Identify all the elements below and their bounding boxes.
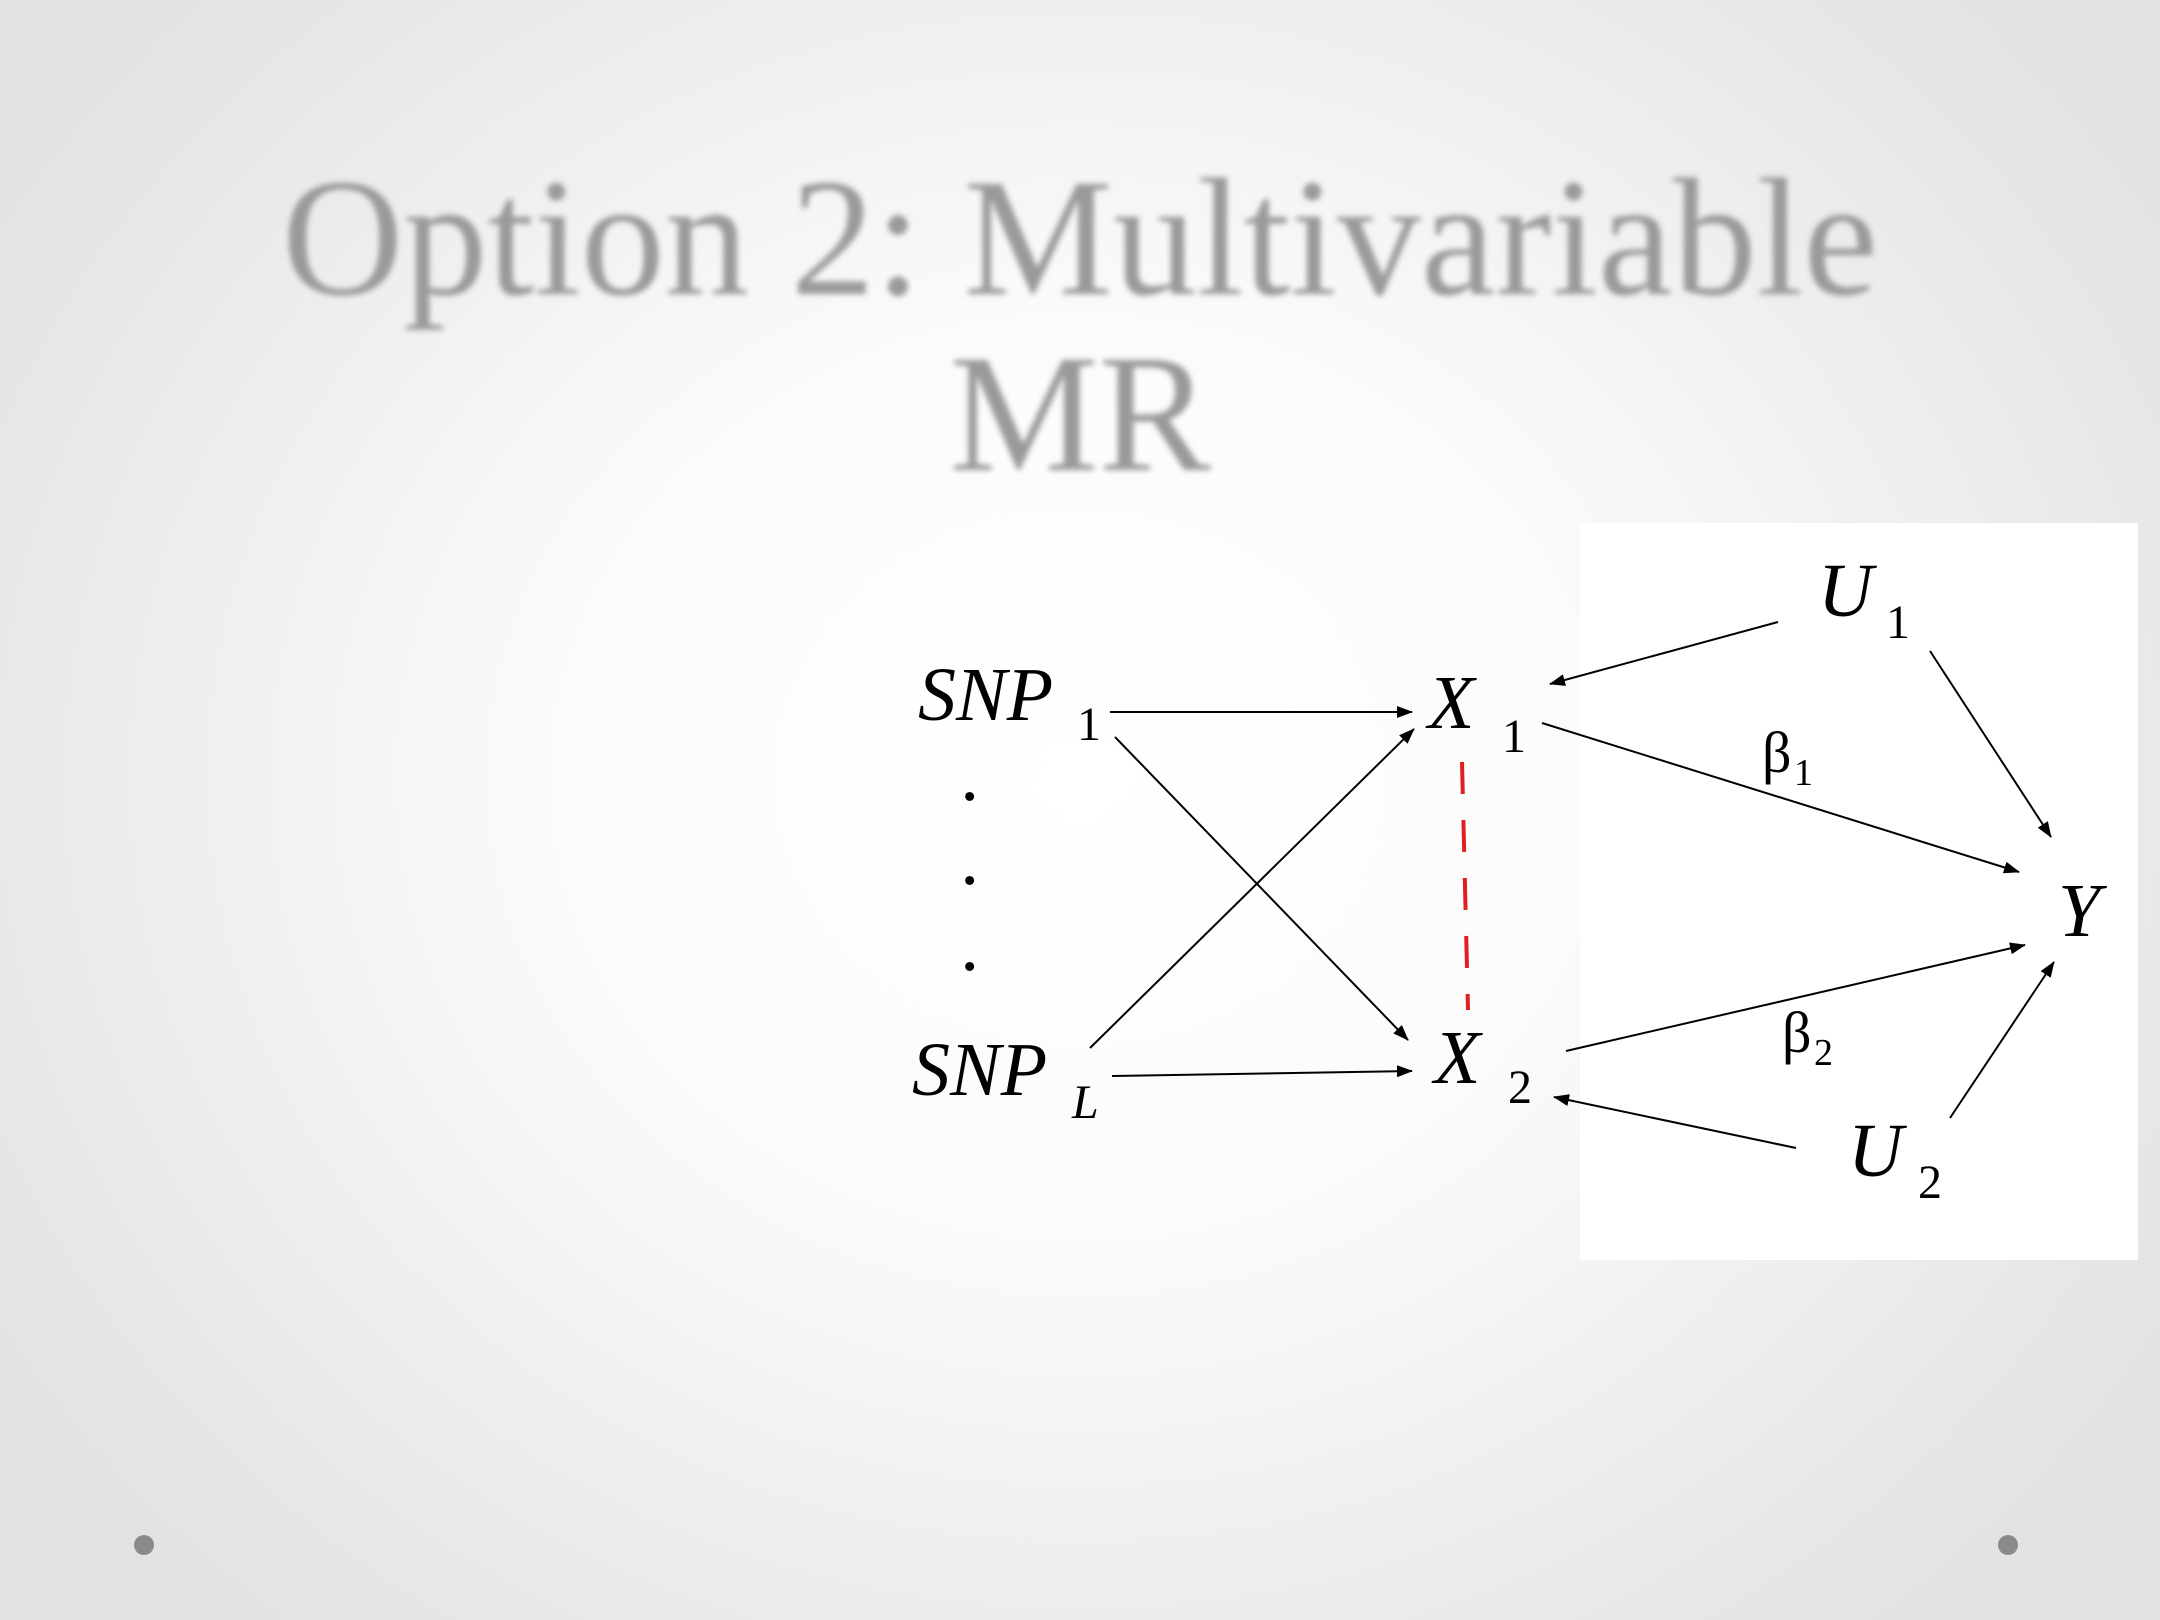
node-y: Y [2058, 869, 2108, 953]
snpL-label: SNP [912, 1028, 1047, 1112]
edge-x1-y [1541, 722, 2020, 874]
diagram-white-panel [1580, 523, 2138, 1260]
edge-u2-x2 [1553, 1094, 1797, 1149]
edge-label-beta-1: β 1 [1762, 720, 1813, 794]
nav-dot-left [134, 1535, 154, 1555]
beta2-symbol: β [1782, 1000, 1812, 1065]
ellipsis-dot-1: . [962, 733, 981, 817]
y-label: Y [2058, 869, 2108, 953]
edge-snp1-x2 [1114, 736, 1409, 1041]
x2-subscript: 2 [1508, 1061, 1532, 1114]
slide-title: Option 2: Multivariable MR [0, 150, 2160, 502]
slide-title-line-2: MR [949, 321, 1211, 507]
node-x-1: X 1 [1425, 661, 1526, 763]
x1-label: X [1425, 661, 1477, 745]
x1-subscript: 1 [1502, 710, 1526, 763]
edge-snpL-x1 [1089, 728, 1415, 1049]
snpL-subscript: L [1071, 1076, 1099, 1129]
beta1-symbol: β [1762, 720, 1792, 785]
edge-label-beta-2: β 2 [1782, 1000, 1833, 1074]
ellipsis-dot-3: . [962, 903, 981, 987]
u1-subscript: 1 [1886, 596, 1910, 649]
beta1-subscript: 1 [1794, 752, 1813, 794]
edge-u2-y [1949, 961, 2055, 1119]
snp1-subscript: 1 [1077, 698, 1101, 751]
u2-label: U [1848, 1109, 1907, 1193]
dashed-link-x1-x2 [1460, 761, 1470, 1011]
u2-subscript: 2 [1918, 1156, 1942, 1209]
node-u-2: U 2 [1848, 1109, 1942, 1209]
edge-snpL-x2 [1111, 1065, 1413, 1078]
node-snp-1: SNP 1 [918, 653, 1101, 751]
edge-u1-x1 [1549, 621, 1779, 686]
snp1-label: SNP [918, 653, 1053, 737]
beta2-subscript: 2 [1814, 1032, 1833, 1074]
edge-x2-y [1565, 942, 2026, 1052]
nav-dot-right [1998, 1535, 2018, 1555]
node-u-1: U 1 [1818, 549, 1910, 649]
x2-label: X [1431, 1016, 1483, 1100]
ellipsis-dot-2: . [962, 817, 981, 901]
u1-label: U [1818, 549, 1877, 633]
slide-title-line-1: Option 2: Multivariable [282, 145, 1878, 331]
edge-u1-y [1929, 650, 2052, 838]
node-snp-l: SNP L [912, 1028, 1099, 1129]
node-x-2: X 2 [1431, 1016, 1532, 1114]
